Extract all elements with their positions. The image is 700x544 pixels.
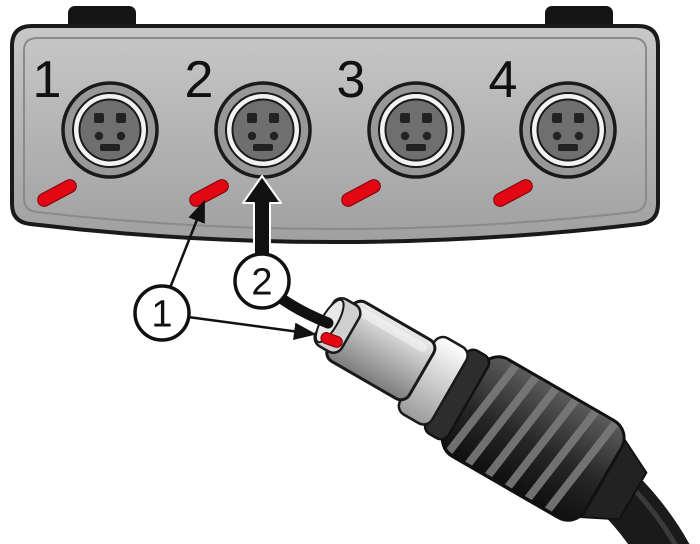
port-4-socket [519,81,617,179]
port-3-red-mark [341,179,381,207]
socket-face [78,98,142,162]
port-1-number: 1 [33,51,62,109]
port-1-socket [61,81,159,179]
callout-2-circle [233,252,291,310]
port-3-number: 3 [337,51,366,109]
plug-barrel-highlight [358,308,427,352]
port-3-socket [367,81,465,179]
plug [313,297,700,544]
callout-2-label: 2 [251,262,272,304]
callout-1: 1 [133,284,191,342]
socket-face [536,98,600,162]
port-2-socket [214,81,312,179]
socket-pin-holes [247,113,279,151]
port-4-number: 4 [489,51,518,109]
plug-boot-ridges [443,360,621,516]
panel-inner-outline [23,37,647,230]
callout-1-arrow-to-plug-mark [187,315,317,340]
socket-face [384,98,448,162]
port-4-red-mark [493,179,533,207]
callout-1-label: 1 [151,294,172,336]
socket-pin-holes [94,113,126,151]
port-2-number: 2 [185,51,214,109]
socket-face [231,98,295,162]
port-1-red-mark [37,179,77,207]
callout-1-arrow-to-panel-mark [168,199,206,289]
plug-red-mark [320,332,343,348]
device-panel [10,24,660,244]
socket-pin-holes [400,113,432,151]
socket-pin-holes [552,113,584,151]
callout-1-circle [133,284,191,342]
callout-2: 2 [233,252,291,310]
